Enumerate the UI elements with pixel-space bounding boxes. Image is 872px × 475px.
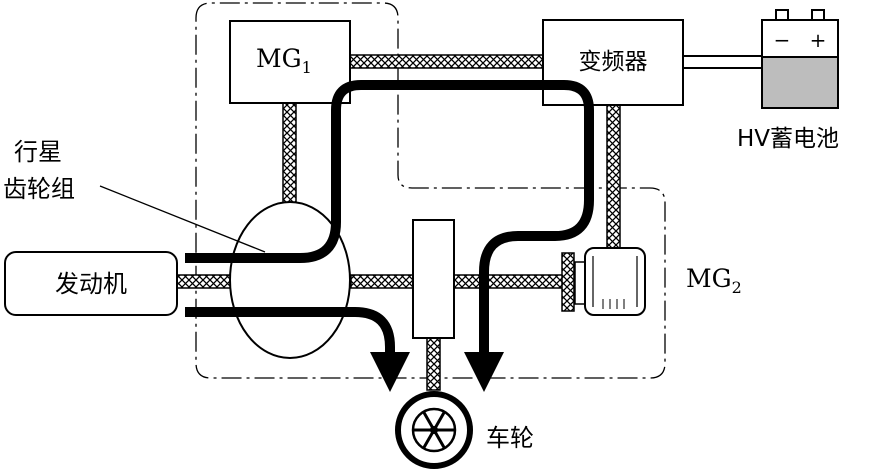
engine-label: 发动机	[55, 270, 127, 298]
power-flow-electric-loop	[185, 80, 594, 392]
planetary-label-line1: 行星	[14, 138, 62, 166]
wheel-label: 车轮	[486, 424, 534, 452]
inverter-box: 变频器	[542, 19, 684, 106]
wheel-icon	[395, 391, 473, 469]
planetary-label-line2: 齿轮组	[3, 175, 75, 203]
hv-battery: − +	[761, 9, 839, 109]
engine-box: 发动机	[4, 251, 178, 316]
mg1-label: MG1	[256, 44, 312, 77]
shaft-engine-planetary	[176, 274, 233, 289]
battery-plus: +	[810, 28, 827, 52]
mg2-label: MG2	[686, 264, 742, 297]
link-mg1-inverter	[349, 54, 546, 69]
boundary-dashdot	[195, 2, 666, 379]
shaft-mg1-planetary	[282, 102, 297, 204]
planetary-leader-line	[99, 185, 266, 253]
power-flow-mechanical	[185, 307, 410, 392]
shaft-reduction-wheel	[426, 337, 441, 391]
reduction-gear-box	[412, 219, 455, 339]
shaft-planetary-mg2	[350, 274, 564, 289]
battery-label: HV蓄电池	[737, 126, 839, 152]
mg1-box: MG1	[229, 20, 351, 104]
mg2-motor	[561, 247, 646, 316]
battery-charge-fill	[761, 56, 839, 109]
planetary-gear-set	[229, 201, 351, 359]
battery-minus: −	[774, 28, 791, 52]
inverter-label: 变频器	[579, 49, 648, 75]
link-inverter-mg2	[606, 104, 621, 249]
